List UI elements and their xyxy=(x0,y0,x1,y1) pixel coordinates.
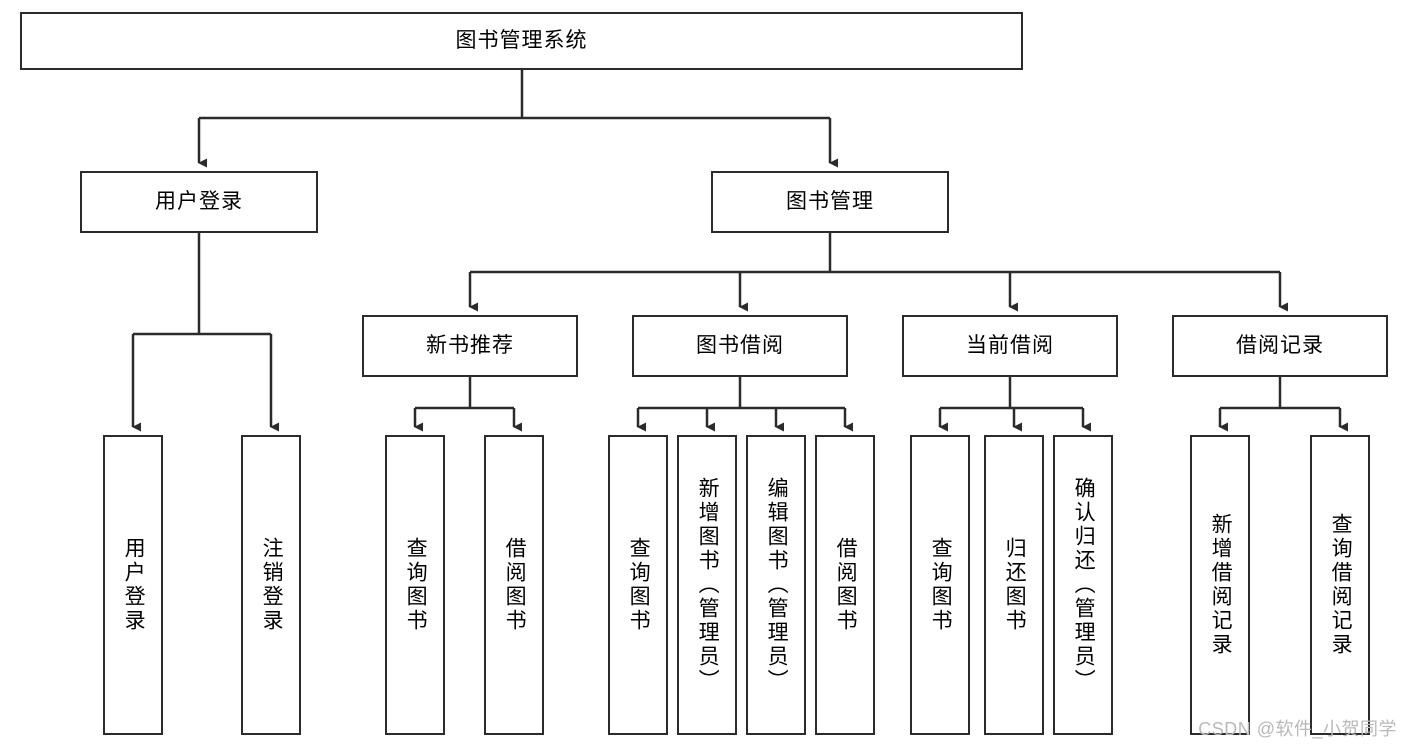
node-current-borrow[interactable]: 当前借阅 xyxy=(902,315,1118,377)
node-leaf-user-login[interactable]: 用户登录 xyxy=(103,435,163,735)
node-book-management[interactable]: 图书管理 xyxy=(711,171,949,233)
node-new-book-recommend[interactable]: 新书推荐 xyxy=(362,315,578,377)
node-new-book-recommend-label: 新书推荐 xyxy=(426,334,514,358)
node-leaf-return-book[interactable]: 归还图书 xyxy=(984,435,1044,735)
node-user-login[interactable]: 用户登录 xyxy=(80,171,318,233)
node-book-borrow[interactable]: 图书借阅 xyxy=(632,315,848,377)
node-current-borrow-label: 当前借阅 xyxy=(966,334,1054,358)
node-leaf-borrow-book[interactable]: 借阅图书 xyxy=(815,435,875,735)
node-leaf-add-book-admin[interactable]: 新增图书（管理员） xyxy=(677,435,737,735)
node-leaf-query-book-borrow[interactable]: 查询图书 xyxy=(608,435,668,735)
node-leaf-user-login-label: 用户登录 xyxy=(122,537,146,633)
node-leaf-query-book-current[interactable]: 查询图书 xyxy=(910,435,970,735)
node-leaf-query-book-recommend[interactable]: 查询图书 xyxy=(385,435,445,735)
node-leaf-add-book-admin-label: 新增图书（管理员） xyxy=(696,477,720,693)
node-leaf-query-book-borrow-label: 查询图书 xyxy=(627,537,651,633)
node-leaf-borrow-book-label: 借阅图书 xyxy=(834,537,858,633)
node-leaf-query-book-current-label: 查询图书 xyxy=(929,537,953,633)
node-book-management-label: 图书管理 xyxy=(786,190,874,214)
node-borrow-record[interactable]: 借阅记录 xyxy=(1172,315,1388,377)
node-user-login-label: 用户登录 xyxy=(155,190,243,214)
node-root[interactable]: 图书管理系统 xyxy=(20,12,1023,70)
node-leaf-confirm-return-admin[interactable]: 确认归还（管理员） xyxy=(1053,435,1113,735)
node-borrow-record-label: 借阅记录 xyxy=(1236,334,1324,358)
node-book-borrow-label: 图书借阅 xyxy=(696,334,784,358)
node-leaf-return-book-label: 归还图书 xyxy=(1003,537,1027,633)
node-leaf-query-book-recommend-label: 查询图书 xyxy=(404,537,428,633)
node-leaf-add-borrow-record-label: 新增借阅记录 xyxy=(1209,513,1233,657)
node-leaf-confirm-return-admin-label: 确认归还（管理员） xyxy=(1072,477,1096,693)
node-leaf-edit-book-admin[interactable]: 编辑图书（管理员） xyxy=(746,435,806,735)
node-leaf-query-borrow-record[interactable]: 查询借阅记录 xyxy=(1310,435,1370,735)
node-leaf-logout-login[interactable]: 注销登录 xyxy=(241,435,301,735)
node-leaf-add-borrow-record[interactable]: 新增借阅记录 xyxy=(1190,435,1250,735)
node-leaf-logout-login-label: 注销登录 xyxy=(260,537,284,633)
node-leaf-borrow-book-recommend-label: 借阅图书 xyxy=(503,537,527,633)
node-leaf-query-borrow-record-label: 查询借阅记录 xyxy=(1329,513,1353,657)
node-root-label: 图书管理系统 xyxy=(455,29,588,53)
node-leaf-edit-book-admin-label: 编辑图书（管理员） xyxy=(765,477,789,693)
node-leaf-borrow-book-recommend[interactable]: 借阅图书 xyxy=(484,435,544,735)
